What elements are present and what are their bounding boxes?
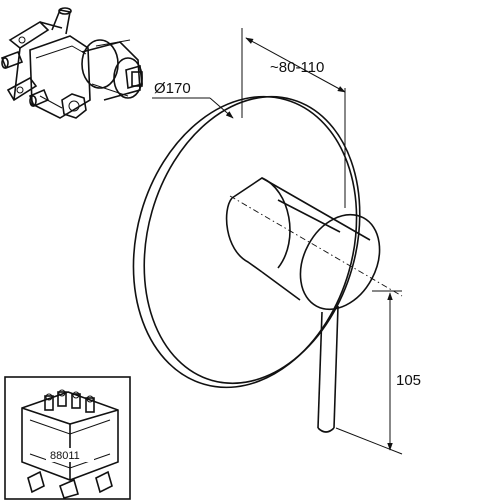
centre-line (229, 195, 403, 297)
height-dimension (335, 290, 403, 455)
valve-body-illustration (0, 7, 143, 119)
inset-part-number: 88011 (50, 450, 80, 462)
projection-label: ~80-110 (270, 59, 324, 76)
diameter-dimension (152, 97, 234, 119)
escutcheon-plate (132, 95, 361, 389)
lever (317, 305, 339, 433)
handle-cylinder (225, 177, 381, 311)
projection-dimension (241, 28, 346, 208)
diameter-label: Ø170 (154, 80, 191, 97)
height-label: 105 (396, 372, 421, 389)
inset-box (4, 376, 131, 500)
